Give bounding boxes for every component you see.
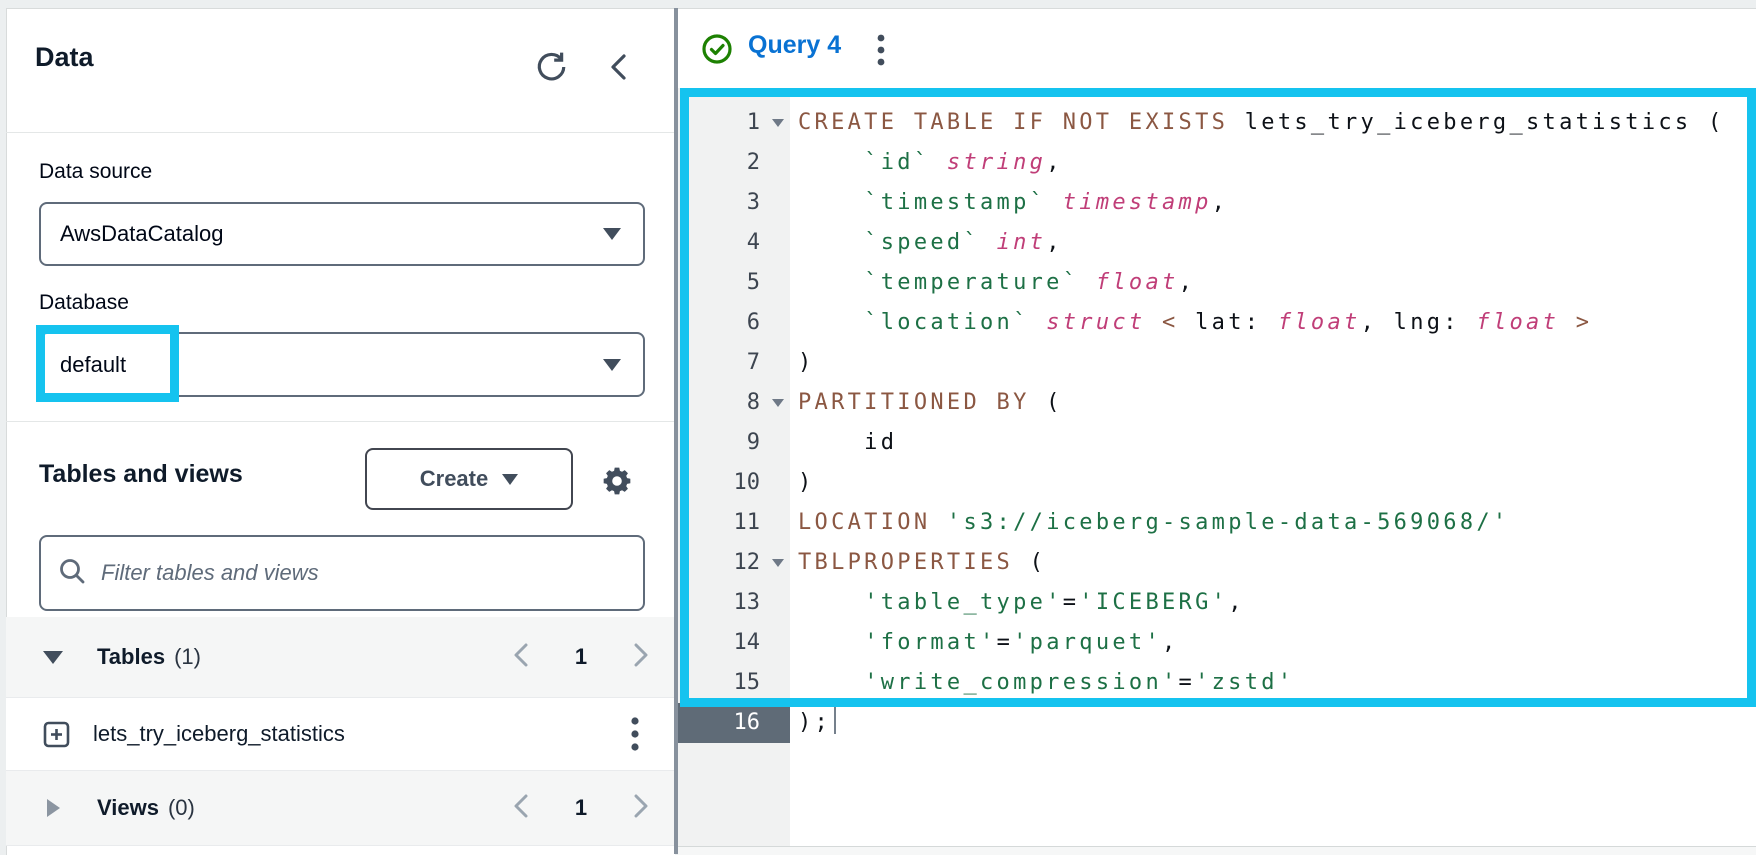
views-page-number: 1 xyxy=(574,795,588,820)
filter-placeholder: Filter tables and views xyxy=(101,560,319,585)
tables-and-views-heading: Tables and views xyxy=(39,460,243,488)
code-line-16[interactable]: 16); xyxy=(678,703,1756,743)
chevron-left-icon xyxy=(606,51,630,86)
line-number-gutter: 1 xyxy=(678,103,790,143)
caret-down-icon xyxy=(603,228,621,240)
divider xyxy=(6,697,674,698)
database-select[interactable]: default xyxy=(39,332,645,397)
database-label: Database xyxy=(39,291,129,314)
views-section-header[interactable]: Views (0) 1 xyxy=(6,771,674,845)
line-number-gutter: 5 xyxy=(746,270,760,295)
line-number-gutter: 6 xyxy=(746,310,760,335)
search-icon xyxy=(57,556,87,591)
tables-page-number: 1 xyxy=(574,644,588,669)
pagination-next-icon[interactable] xyxy=(631,641,651,674)
line-number-gutter: 2 xyxy=(746,150,760,175)
panel-resize-divider[interactable] xyxy=(674,8,678,854)
pagination-prev-icon[interactable] xyxy=(511,641,531,674)
views-pagination: 1 xyxy=(511,792,651,825)
line-number-gutter: 10 xyxy=(733,470,761,495)
fold-arrow-icon[interactable] xyxy=(772,399,784,407)
divider xyxy=(6,421,674,422)
expand-plus-icon[interactable] xyxy=(43,721,70,748)
expand-caret-down-icon[interactable] xyxy=(43,650,63,664)
data-source-select[interactable]: AwsDataCatalog xyxy=(39,202,645,266)
code-line-4[interactable]: 4 `speed` int, xyxy=(678,223,1756,263)
table-actions-kebab-icon[interactable] xyxy=(628,716,642,752)
tables-section-header[interactable]: Tables (1) 1 xyxy=(6,617,674,697)
views-section-count: (0) xyxy=(167,795,195,820)
query-success-icon xyxy=(701,33,733,65)
code-line-3[interactable]: 3 `timestamp` timestamp, xyxy=(678,183,1756,223)
pagination-prev-icon[interactable] xyxy=(511,792,531,825)
settings-button[interactable] xyxy=(598,464,636,500)
tables-section-label: Tables xyxy=(97,644,166,669)
collapse-panel-button[interactable] xyxy=(602,50,634,86)
expand-caret-right-icon[interactable] xyxy=(47,799,60,817)
code-line-15[interactable]: 15 'write_compression'='zstd' xyxy=(678,663,1756,703)
data-source-label: Data source xyxy=(39,160,153,183)
data-source-value: AwsDataCatalog xyxy=(60,221,224,246)
code-line-6[interactable]: 6 `location` struct < lat: float, lng: f… xyxy=(678,303,1756,343)
line-number-gutter: 12 xyxy=(678,543,790,583)
pagination-next-icon[interactable] xyxy=(631,792,651,825)
code-line-2[interactable]: 2 `id` string, xyxy=(678,143,1756,183)
divider xyxy=(6,845,674,846)
line-number-gutter: 3 xyxy=(746,190,760,215)
code-line-10[interactable]: 10) xyxy=(678,463,1756,503)
fold-arrow-icon[interactable] xyxy=(772,119,784,127)
line-number-gutter: 11 xyxy=(733,510,761,535)
table-name[interactable]: lets_try_iceberg_statistics xyxy=(93,721,345,746)
create-button[interactable]: Create xyxy=(365,448,573,510)
line-number-gutter: 4 xyxy=(746,230,760,255)
caret-down-icon xyxy=(603,358,621,371)
query-tab-kebab-icon[interactable] xyxy=(874,32,888,68)
panel-title: Data xyxy=(35,42,94,72)
line-number-gutter: 15 xyxy=(733,670,761,695)
tables-pagination: 1 xyxy=(511,641,651,674)
tables-section-count: (1) xyxy=(174,644,201,669)
code-line-13[interactable]: 13 'table_type'='ICEBERG', xyxy=(678,583,1756,623)
code-line-7[interactable]: 7) xyxy=(678,343,1756,383)
code-line-5[interactable]: 5 `temperature` float, xyxy=(678,263,1756,303)
table-row[interactable]: lets_try_iceberg_statistics xyxy=(6,698,674,770)
line-number-gutter: 8 xyxy=(678,383,790,423)
views-section-label: Views xyxy=(97,795,159,820)
code-line-14[interactable]: 14 'format'='parquet', xyxy=(678,623,1756,663)
refresh-button[interactable] xyxy=(531,48,571,88)
divider xyxy=(6,132,674,133)
line-number-gutter: 13 xyxy=(733,590,761,615)
filter-tables-input[interactable]: Filter tables and views xyxy=(39,535,645,611)
divider xyxy=(6,770,674,771)
query-editor-panel xyxy=(678,8,1756,847)
text-cursor xyxy=(834,706,837,734)
query-tab[interactable]: Query 4 xyxy=(748,31,842,59)
caret-down-icon xyxy=(502,473,519,485)
line-number-gutter: 7 xyxy=(746,350,760,375)
line-number-gutter: 14 xyxy=(733,630,761,655)
line-number-gutter: 9 xyxy=(746,430,760,455)
fold-arrow-icon[interactable] xyxy=(772,559,784,567)
code-line-9[interactable]: 9 id xyxy=(678,423,1756,463)
database-value: default xyxy=(60,351,127,377)
line-number-gutter: 16 xyxy=(678,703,790,743)
editor-bottom-strip xyxy=(678,846,1756,855)
gear-icon xyxy=(601,465,633,500)
refresh-icon xyxy=(534,50,568,87)
